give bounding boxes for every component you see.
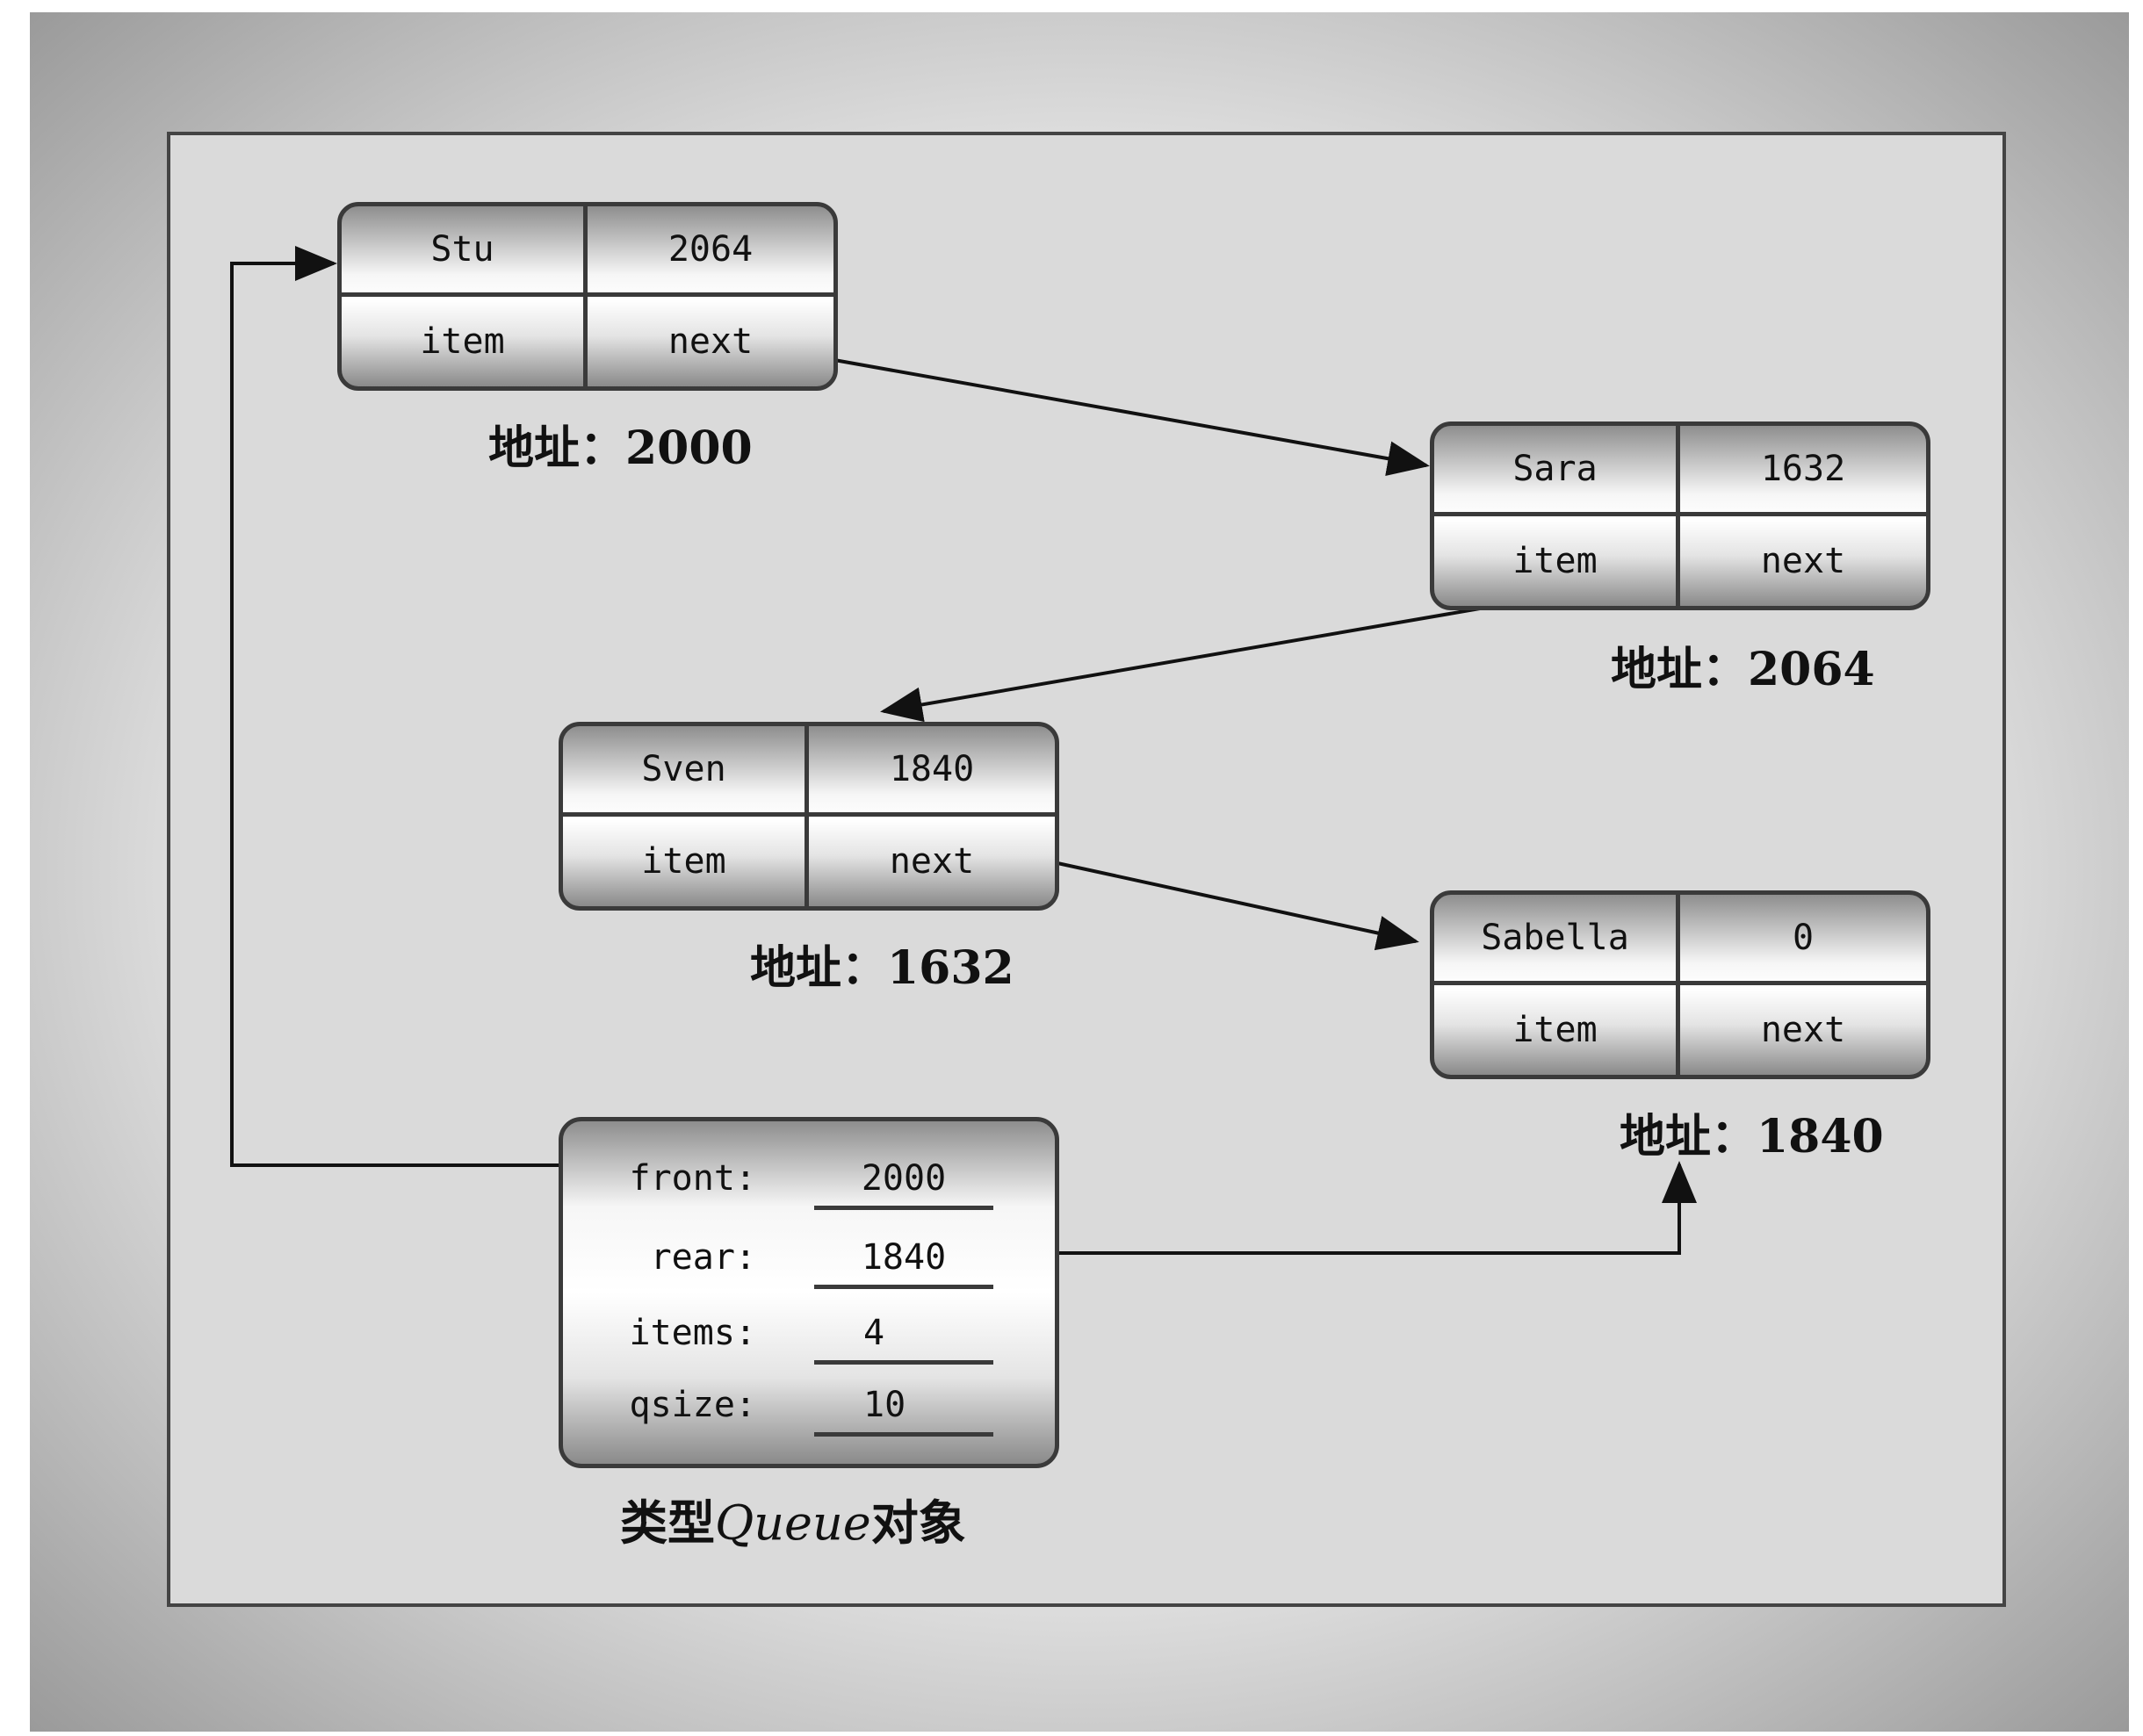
node-sven-next-label: next xyxy=(889,840,975,882)
node-stu-item-label: item xyxy=(342,296,588,386)
queue-field-value: 10 xyxy=(814,1374,993,1437)
queue-caption-type: Queue xyxy=(715,1495,871,1551)
queue-field-label: qsize: xyxy=(629,1385,757,1425)
node-sven: Sven 1840 item next xyxy=(559,722,1059,911)
stu-next-arrow xyxy=(809,354,1430,476)
queue-object: front: 2000 rear: 1840 items: 4 qsize: 1… xyxy=(559,1117,1059,1468)
queue-field-value: 4 xyxy=(814,1302,993,1365)
queue-caption: 类型Queue对象 xyxy=(620,1484,966,1553)
queue-caption-prefix: 类型 xyxy=(620,1495,715,1551)
node-stu: Stu 2064 item next xyxy=(337,202,838,391)
queue-field-label: items: xyxy=(629,1313,757,1353)
queue-field-qsize: qsize: 10 xyxy=(563,1374,1055,1437)
queue-field-value: 1840 xyxy=(814,1227,993,1289)
node-sabella-address: 地址：1840 xyxy=(1620,1110,1884,1163)
sven-next-arrow xyxy=(1028,855,1419,951)
node-sara-address: 地址：2064 xyxy=(1611,643,1875,696)
rear-pointer-arrow xyxy=(971,1161,1697,1255)
node-stu-next-value: 2064 xyxy=(588,206,833,297)
front-pointer-arrow xyxy=(230,246,597,1167)
node-sara-item-label: item xyxy=(1434,515,1680,606)
queue-field-items: items: 4 xyxy=(563,1302,1055,1365)
node-sven-item-label: item xyxy=(563,816,809,906)
queue-caption-suffix: 对象 xyxy=(870,1495,966,1551)
node-sara-next-value: 1632 xyxy=(1680,426,1926,516)
queue-field-label: front: xyxy=(629,1158,757,1199)
node-sara-item-value: Sara xyxy=(1434,426,1680,516)
node-sven-address: 地址：1632 xyxy=(750,941,1014,995)
node-sara-next-label: next xyxy=(1760,540,1846,581)
node-sara: Sara 1632 item next xyxy=(1430,421,1930,610)
node-stu-item-value: Stu xyxy=(342,206,588,297)
queue-field-rear: rear: 1840 xyxy=(563,1227,1055,1289)
node-sabella-item-label: item xyxy=(1434,984,1680,1075)
queue-field-front: front: 2000 xyxy=(563,1148,1055,1210)
node-sven-item-value: Sven xyxy=(563,726,809,817)
node-sabella-item-value: Sabella xyxy=(1434,895,1680,985)
node-sven-next-value: 1840 xyxy=(809,726,1055,817)
node-sabella-next-label: next xyxy=(1760,1009,1846,1050)
queue-field-label: rear: xyxy=(650,1237,756,1278)
node-stu-next-label: next xyxy=(667,321,754,362)
node-stu-address: 地址：2000 xyxy=(488,421,753,475)
node-sabella-next-value: 0 xyxy=(1680,895,1926,985)
queue-field-value: 2000 xyxy=(814,1148,993,1210)
node-sabella: Sabella 0 item next xyxy=(1430,890,1930,1079)
